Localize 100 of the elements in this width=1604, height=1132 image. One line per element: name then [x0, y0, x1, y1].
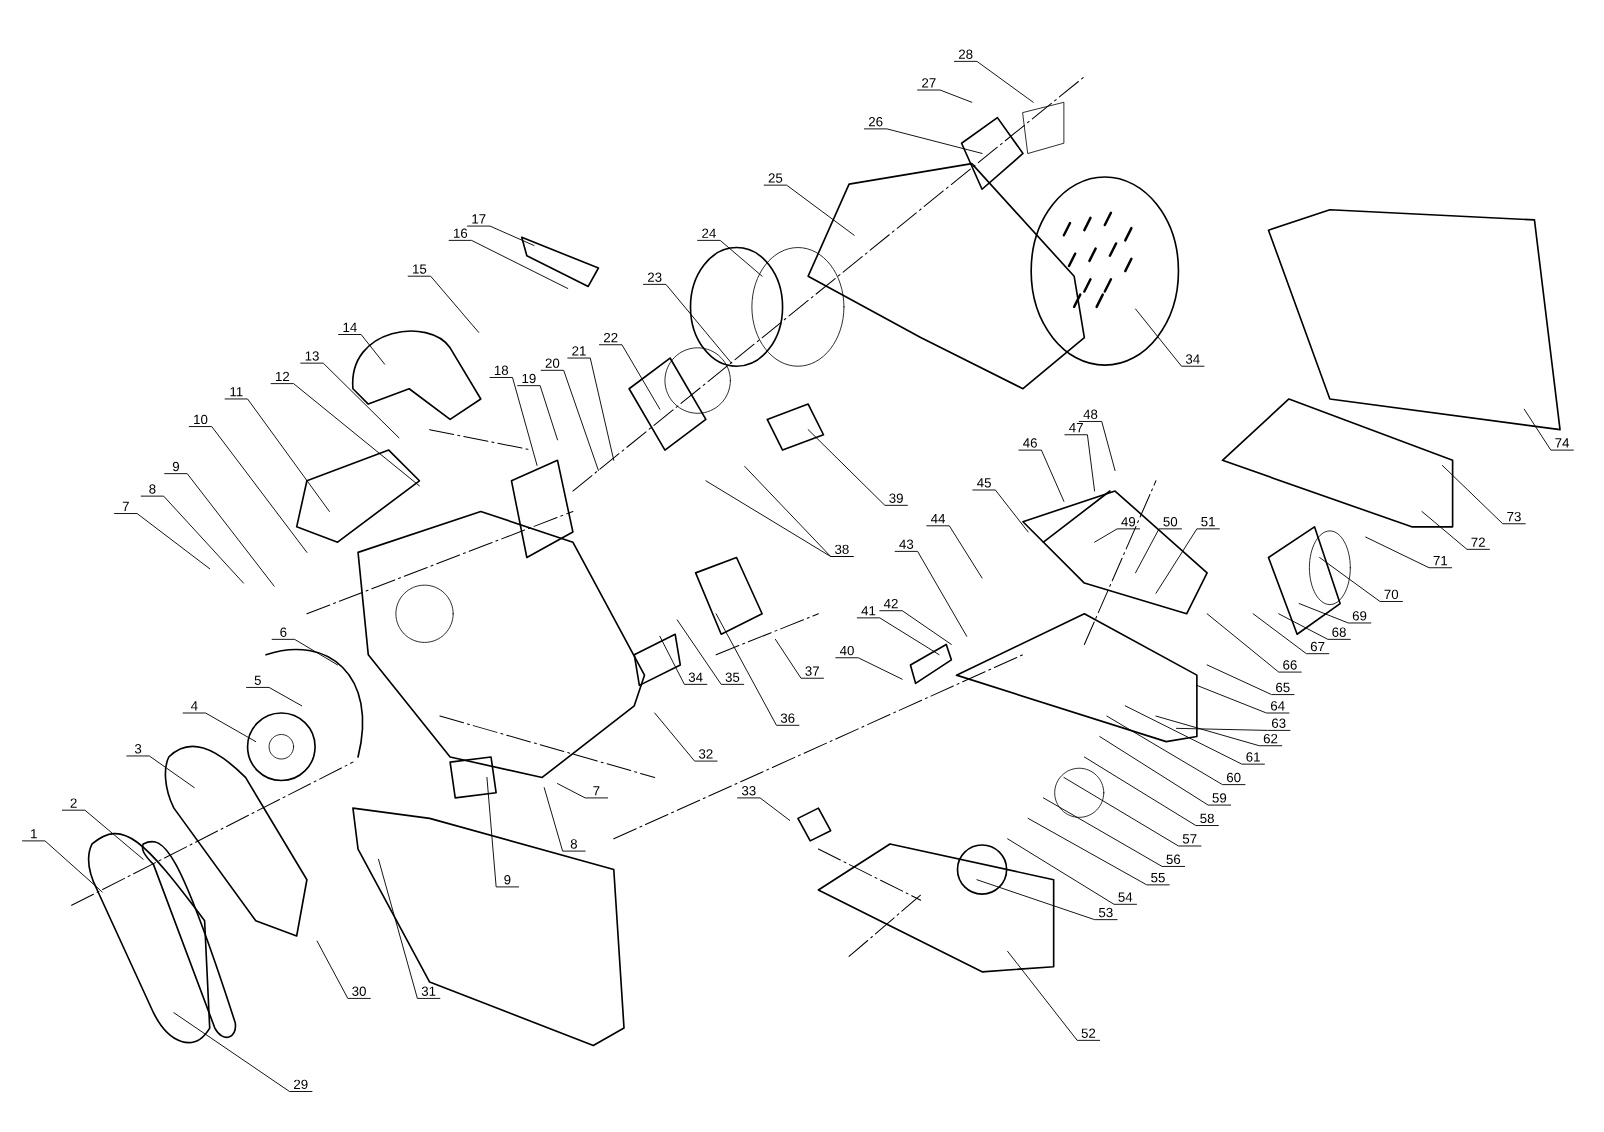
- leader-line: [543, 787, 586, 852]
- leader-line: [467, 225, 535, 246]
- callout-number: 26: [868, 116, 883, 127]
- callout-number: 60: [1227, 772, 1241, 782]
- callout-number: 9: [172, 461, 180, 471]
- callout-number: 38: [835, 544, 849, 554]
- callout-number: 20: [545, 358, 560, 368]
- callout-number: 43: [899, 539, 914, 549]
- leader-line: [316, 940, 371, 999]
- callout-number: 47: [1069, 422, 1083, 432]
- leader-line: [1042, 797, 1186, 867]
- leader-line: [182, 712, 257, 742]
- leader-line: [1135, 308, 1205, 367]
- leader-line: [567, 357, 615, 461]
- leader-line: [1064, 434, 1096, 492]
- leader-line: [448, 239, 569, 289]
- leader-line: [763, 184, 855, 236]
- callout-number: 28: [958, 49, 973, 59]
- callout-number: 65: [1276, 682, 1290, 692]
- leader-line: [271, 638, 339, 666]
- leader-line: [894, 550, 968, 637]
- callout-number: 41: [861, 605, 876, 616]
- leader-line: [338, 333, 386, 365]
- leader-line: [599, 344, 661, 410]
- callout-number: 62: [1263, 733, 1278, 744]
- callout-number: 17: [472, 214, 486, 224]
- leader-line: [378, 858, 441, 999]
- callout-number: 49: [1121, 516, 1136, 527]
- callout-number: 31: [421, 986, 436, 996]
- leader-line: [114, 512, 211, 570]
- leader-line: [173, 1012, 313, 1092]
- callout-number: 10: [194, 414, 208, 424]
- callout-number: 59: [1212, 793, 1227, 803]
- callout-number: 15: [413, 264, 427, 274]
- callout-number: 34: [688, 672, 703, 682]
- callout-number: 33: [741, 785, 756, 796]
- leader-line: [879, 610, 952, 645]
- leader-line: [1007, 950, 1101, 1041]
- leader-line: [917, 89, 973, 103]
- callout-number: 29: [294, 1079, 308, 1089]
- leader-line: [164, 472, 275, 587]
- leader-line: [1298, 602, 1372, 624]
- callout-number: 73: [1507, 511, 1521, 522]
- callout-number: 35: [725, 672, 740, 682]
- leader-line: [540, 369, 599, 471]
- leader-line: [1083, 756, 1219, 826]
- leader-line: [61, 809, 144, 860]
- leader-line: [224, 398, 330, 512]
- callout-number: 37: [805, 666, 819, 676]
- callout-number: 3: [134, 743, 142, 754]
- leader-line: [1319, 556, 1403, 602]
- callout-number: 23: [648, 272, 662, 282]
- callout-number: 8: [570, 839, 577, 849]
- callout-number: 11: [230, 387, 243, 397]
- callout-number: 63: [1272, 718, 1286, 728]
- callout-number: 56: [1166, 854, 1181, 864]
- callout-number: 45: [977, 478, 991, 488]
- leader-line: [1078, 420, 1116, 471]
- leader-line: [715, 613, 800, 726]
- callout-number: 71: [1433, 555, 1448, 565]
- callout-number: 12: [276, 371, 290, 381]
- leader-line: [1007, 838, 1137, 905]
- callout-number: 7: [593, 786, 600, 796]
- leader-line: [676, 619, 745, 685]
- callout-number: 14: [343, 322, 357, 332]
- leader-line: [22, 840, 103, 893]
- callout-number: 4: [191, 701, 198, 711]
- callout-number: 44: [931, 513, 946, 523]
- leader-line: [1175, 727, 1291, 731]
- leader-line: [1196, 684, 1290, 714]
- leader-line: [643, 283, 732, 364]
- callout-number: 30: [352, 986, 366, 996]
- callout-number: 66: [1283, 660, 1297, 670]
- leader-line: [1421, 510, 1490, 550]
- leader-line: [1106, 715, 1246, 785]
- leader-line: [697, 239, 763, 277]
- callout-number: 54: [1118, 892, 1133, 902]
- leader-line: [557, 782, 609, 799]
- leader-line: [835, 657, 903, 680]
- leader-line: [1278, 613, 1351, 640]
- callout-number: 2: [70, 798, 77, 808]
- callout-number: 52: [1081, 1028, 1096, 1038]
- callout-number: 6: [280, 627, 287, 637]
- leader-line: [856, 617, 940, 655]
- leader-line: [246, 686, 303, 707]
- callout-number: 24: [702, 228, 716, 238]
- callout-number: 58: [1200, 813, 1214, 823]
- leader-line: [953, 60, 1034, 103]
- leader-line: [972, 489, 1029, 533]
- callout-number: 74: [1555, 438, 1570, 448]
- callout-number: 46: [1023, 438, 1037, 448]
- callout-number: 61: [1246, 752, 1260, 762]
- callout-number: 27: [922, 78, 936, 88]
- callout-number: 48: [1083, 409, 1098, 419]
- leader-line: [300, 362, 400, 439]
- leader-line: [1099, 735, 1232, 806]
- leader-line: [270, 382, 420, 487]
- callout-number: 18: [494, 365, 509, 375]
- callout-number: 16: [453, 228, 468, 238]
- callout-number: 72: [1471, 537, 1485, 547]
